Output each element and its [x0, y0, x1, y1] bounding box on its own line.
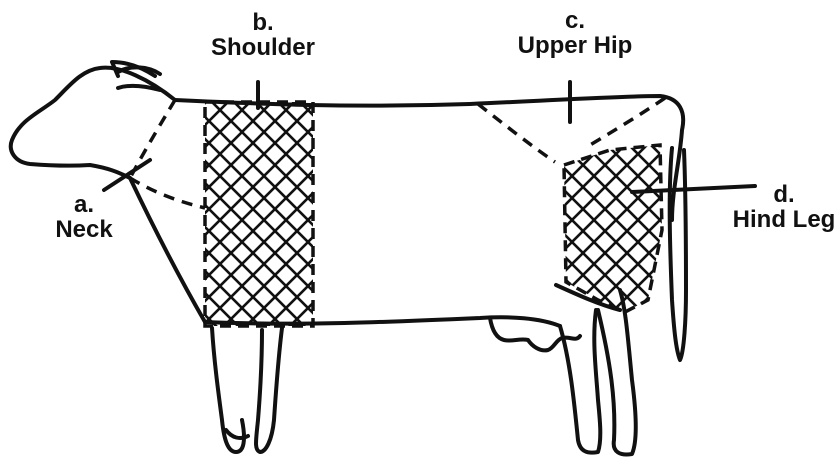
label-hind-leg-letter: d. [730, 182, 838, 207]
label-neck-name: Neck [38, 217, 130, 242]
label-shoulder-name: Shoulder [188, 35, 338, 60]
label-shoulder: b. Shoulder [188, 10, 338, 60]
label-hind-leg-name: Hind Leg [730, 207, 838, 232]
shoulder-net-region [205, 102, 313, 326]
label-shoulder-letter: b. [188, 10, 338, 35]
neck-dashed-region [130, 100, 205, 208]
hind-leg-net-region [564, 145, 662, 312]
neck-pointer [104, 160, 150, 190]
label-neck: a. Neck [38, 192, 130, 242]
label-hind-leg: d. Hind Leg [730, 182, 838, 232]
label-neck-letter: a. [38, 192, 130, 217]
label-upper-hip-letter: c. [490, 8, 660, 33]
label-upper-hip: c. Upper Hip [490, 8, 660, 58]
label-upper-hip-name: Upper Hip [490, 33, 660, 58]
